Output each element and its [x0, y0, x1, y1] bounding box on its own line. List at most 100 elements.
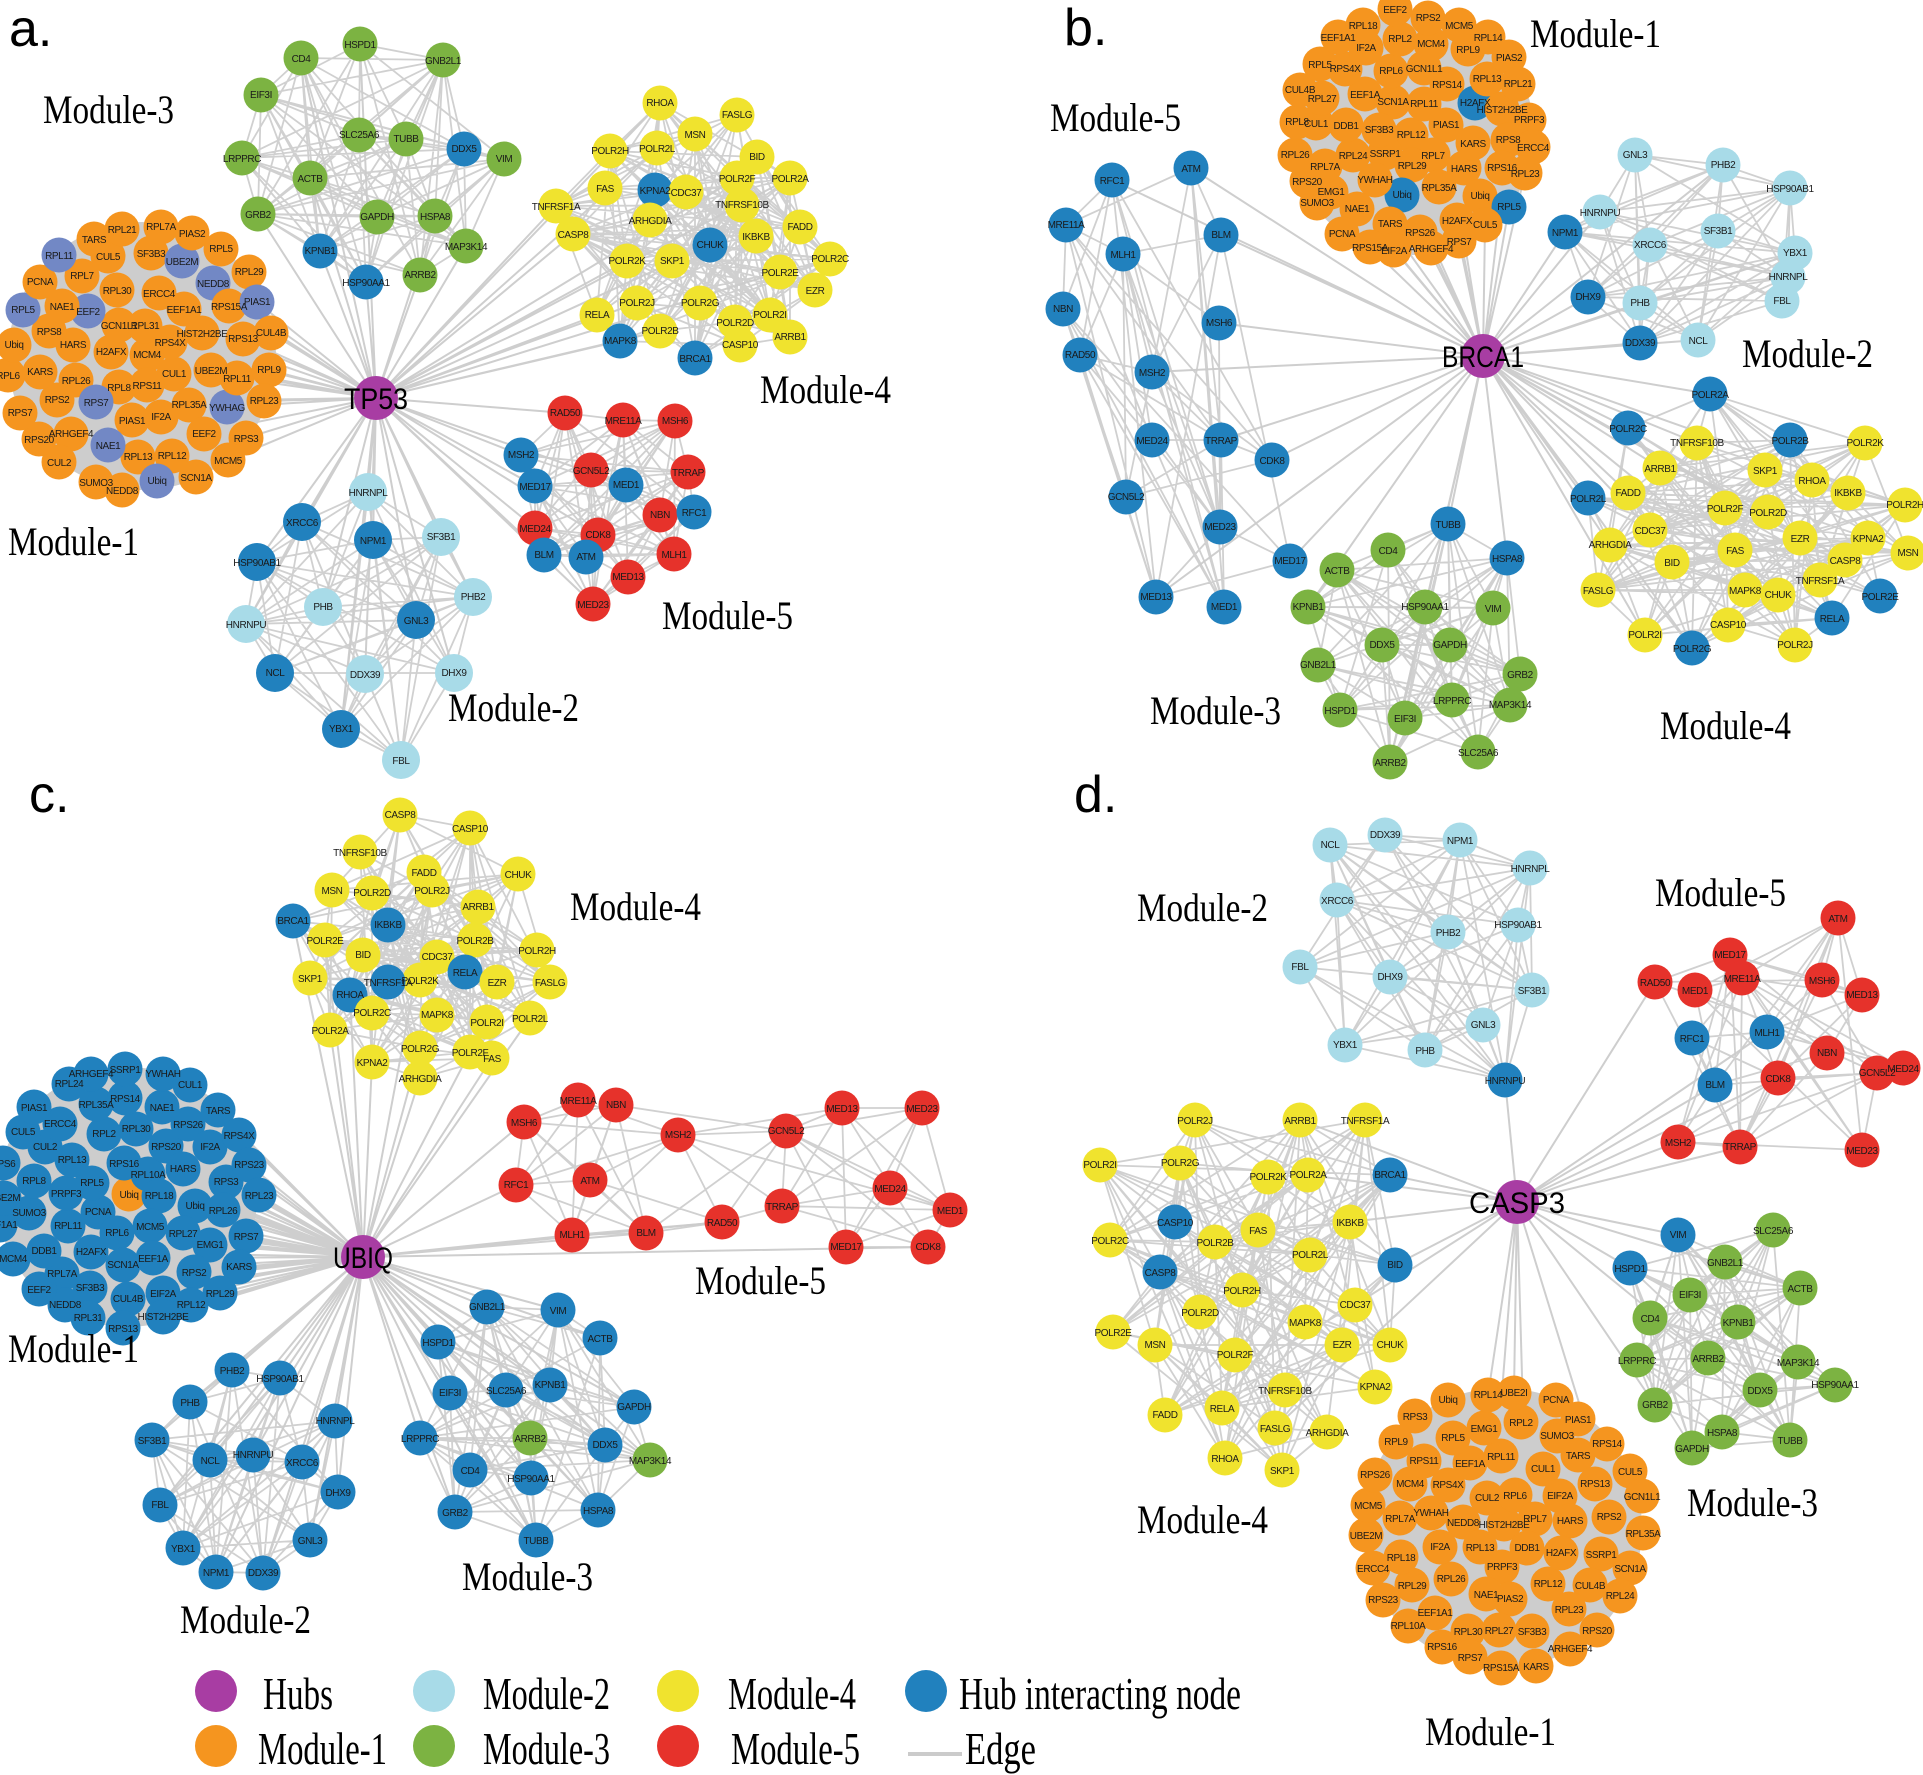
svg-text:YBX1: YBX1 — [1333, 1040, 1358, 1051]
svg-text:RAD50: RAD50 — [1640, 978, 1671, 989]
svg-text:KARS: KARS — [27, 367, 53, 378]
svg-text:HSPD1: HSPD1 — [1614, 1264, 1646, 1275]
svg-text:POLR2G: POLR2G — [1161, 1158, 1200, 1169]
svg-text:CDK8: CDK8 — [585, 530, 611, 541]
svg-text:POLR2H: POLR2H — [591, 146, 629, 157]
svg-text:Ubiq: Ubiq — [5, 340, 24, 351]
svg-text:Ubiq: Ubiq — [148, 476, 167, 487]
svg-text:RPL12: RPL12 — [1397, 130, 1426, 141]
svg-text:POLR2J: POLR2J — [414, 886, 450, 897]
svg-text:RPL11: RPL11 — [1487, 1452, 1516, 1463]
svg-text:EEF1A: EEF1A — [1455, 1459, 1485, 1470]
svg-text:MSH2: MSH2 — [1665, 1138, 1692, 1149]
svg-text:RPL11: RPL11 — [1410, 99, 1439, 110]
svg-text:RPL27: RPL27 — [1308, 94, 1337, 105]
svg-text:LRPPRC: LRPPRC — [1618, 1356, 1656, 1367]
svg-text:YWHAH: YWHAH — [1357, 175, 1392, 186]
svg-text:SUMO3: SUMO3 — [79, 478, 113, 489]
svg-text:HNRNPU: HNRNPU — [1485, 1076, 1526, 1087]
svg-text:MRE11A: MRE11A — [1724, 974, 1762, 985]
svg-text:MED17: MED17 — [830, 1242, 862, 1253]
svg-text:ERCC4: ERCC4 — [143, 289, 176, 300]
svg-text:CHUK: CHUK — [505, 870, 532, 881]
svg-text:POLR2E: POLR2E — [1861, 592, 1899, 603]
svg-text:TRRAP: TRRAP — [1205, 436, 1238, 447]
svg-text:NCL: NCL — [1689, 336, 1709, 347]
svg-text:RPS7: RPS7 — [234, 1232, 259, 1243]
svg-text:CUL2: CUL2 — [1475, 1493, 1500, 1504]
svg-text:RPS4X: RPS4X — [1330, 64, 1362, 75]
svg-text:HSPA8: HSPA8 — [1707, 1428, 1738, 1439]
svg-text:POLR2E: POLR2E — [761, 268, 799, 279]
svg-text:CDK8: CDK8 — [915, 1242, 941, 1253]
svg-text:RPL10A: RPL10A — [1391, 1621, 1427, 1632]
svg-text:Module-4: Module-4 — [1137, 1497, 1268, 1542]
svg-text:EMG1: EMG1 — [1471, 1424, 1499, 1435]
svg-text:CUL1: CUL1 — [1304, 119, 1329, 130]
svg-text:BLM: BLM — [1211, 230, 1230, 241]
svg-text:RPL23: RPL23 — [250, 396, 279, 407]
svg-text:VIM: VIM — [1670, 1230, 1687, 1241]
svg-text:UBE2M: UBE2M — [1350, 1531, 1383, 1542]
svg-text:TRRAP: TRRAP — [766, 1202, 799, 1213]
svg-text:BRCA1: BRCA1 — [679, 354, 711, 365]
svg-text:CUL4B: CUL4B — [1575, 1581, 1606, 1592]
svg-text:RPL9: RPL9 — [1456, 45, 1480, 56]
svg-text:RPS13: RPS13 — [228, 334, 259, 345]
svg-text:EEF2: EEF2 — [1383, 5, 1407, 16]
svg-text:CUL1: CUL1 — [1531, 1464, 1556, 1475]
svg-text:RPL2: RPL2 — [1388, 34, 1412, 45]
svg-text:RPL11: RPL11 — [54, 1221, 83, 1232]
svg-text:CDK8: CDK8 — [1259, 456, 1285, 467]
svg-text:MCM5: MCM5 — [1354, 1501, 1383, 1512]
svg-text:EIF2A: EIF2A — [1547, 1491, 1574, 1502]
svg-text:RPS4X: RPS4X — [1433, 1480, 1465, 1491]
svg-text:H2AFX: H2AFX — [96, 347, 127, 358]
svg-text:RPL13: RPL13 — [1473, 74, 1502, 85]
svg-text:Ubiq: Ubiq — [1471, 191, 1490, 202]
svg-text:BLM: BLM — [534, 550, 553, 561]
svg-text:PCNA: PCNA — [85, 1207, 112, 1218]
svg-text:RPS14: RPS14 — [1592, 1439, 1623, 1450]
svg-text:MED24: MED24 — [519, 524, 551, 535]
svg-text:GNL3: GNL3 — [298, 1536, 323, 1547]
svg-text:TUBB: TUBB — [1435, 520, 1461, 531]
svg-text:EZR: EZR — [806, 286, 825, 297]
svg-text:CUL5: CUL5 — [1618, 1467, 1643, 1478]
svg-text:SLC25A6: SLC25A6 — [1753, 1226, 1794, 1237]
svg-text:Ubiq: Ubiq — [186, 1201, 205, 1212]
svg-text:TNFRSF1A: TNFRSF1A — [364, 978, 413, 989]
svg-text:CASP8: CASP8 — [1145, 1268, 1177, 1279]
svg-text:MED13: MED13 — [612, 572, 644, 583]
svg-text:RPL8: RPL8 — [107, 383, 131, 394]
svg-text:KPNA2: KPNA2 — [1360, 1382, 1392, 1393]
svg-text:GNB2L1: GNB2L1 — [469, 1302, 506, 1313]
svg-text:HIST2H2BE: HIST2H2BE — [1477, 105, 1529, 116]
svg-text:MSH6: MSH6 — [511, 1118, 538, 1129]
svg-text:RPS26: RPS26 — [1405, 228, 1436, 239]
svg-text:RPS8: RPS8 — [37, 327, 62, 338]
svg-text:RPS6: RPS6 — [0, 1159, 16, 1170]
svg-text:ARRB1: ARRB1 — [462, 902, 494, 913]
svg-text:MED23: MED23 — [906, 1104, 938, 1115]
svg-text:NAE1: NAE1 — [1345, 204, 1370, 215]
svg-text:FAS: FAS — [1726, 546, 1744, 557]
svg-text:NAE1: NAE1 — [1474, 1590, 1499, 1601]
svg-text:POLR2E: POLR2E — [306, 936, 344, 947]
svg-text:POLR2H: POLR2H — [1223, 1286, 1261, 1297]
svg-text:RPS4X: RPS4X — [155, 338, 187, 349]
svg-text:CASP10: CASP10 — [722, 340, 759, 351]
svg-text:HSP90AB1: HSP90AB1 — [233, 558, 281, 569]
svg-text:PHB: PHB — [1415, 1046, 1435, 1057]
svg-text:HSPA8: HSPA8 — [420, 212, 451, 223]
svg-text:RELA: RELA — [1820, 614, 1845, 625]
svg-text:RPL6: RPL6 — [1379, 66, 1403, 77]
svg-text:EEF2: EEF2 — [192, 429, 216, 440]
svg-text:EEF1A: EEF1A — [1350, 90, 1380, 101]
svg-text:RPL26: RPL26 — [1281, 150, 1310, 161]
svg-text:FADD: FADD — [787, 222, 812, 233]
svg-text:CASP8: CASP8 — [385, 810, 417, 821]
svg-text:EZR: EZR — [1333, 1340, 1352, 1351]
svg-text:RPL8: RPL8 — [22, 1176, 46, 1187]
svg-text:DDX5: DDX5 — [451, 144, 477, 155]
